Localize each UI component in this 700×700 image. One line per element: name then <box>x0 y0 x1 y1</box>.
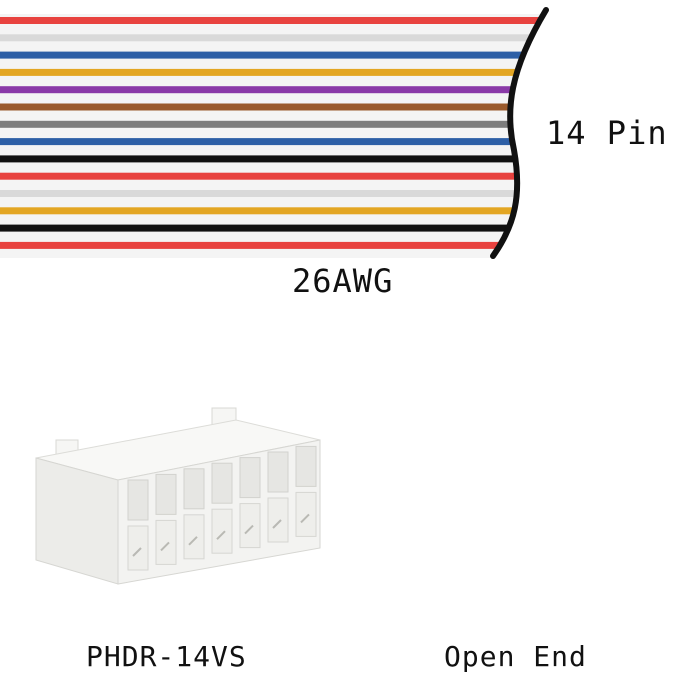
connector-slot-upper <box>267 451 289 493</box>
wire-10 <box>0 172 546 180</box>
wire-1 <box>0 17 546 24</box>
connector-slot-lower <box>183 514 205 560</box>
pin-count-label: 14 Pin <box>546 114 668 152</box>
connector-contact <box>132 547 142 557</box>
connector-part-label: PHDR-14VS <box>86 640 247 673</box>
connector-slot-lower <box>295 491 317 537</box>
wire-gauge-label: 26AWG <box>292 262 394 300</box>
connector-slot-lower <box>155 519 177 565</box>
connector-slot-upper <box>155 473 177 515</box>
connector-slot-lower <box>239 503 261 549</box>
connector-contact <box>300 513 310 524</box>
wire-11 <box>0 190 546 197</box>
connector-contact <box>160 541 170 552</box>
wire-8 <box>0 138 546 146</box>
wire-9 <box>0 155 546 163</box>
ribbon-cable <box>0 14 546 258</box>
open-end-label: Open End <box>444 640 587 673</box>
connector-slots <box>127 445 317 571</box>
cable-cut-line <box>490 7 549 259</box>
connector-side-face <box>35 457 119 585</box>
connector-contact <box>272 519 282 529</box>
connector-slot-upper <box>183 468 205 510</box>
wire-group <box>0 17 546 249</box>
wire-13 <box>0 224 546 232</box>
wire-7 <box>0 120 546 128</box>
phdr-connector <box>35 407 321 585</box>
connector-contact <box>216 530 226 540</box>
connector-contact <box>244 524 254 535</box>
wire-14 <box>0 241 546 249</box>
connector-slot-upper <box>127 479 149 521</box>
wire-4 <box>0 68 546 76</box>
connector-slot-upper <box>239 457 261 499</box>
wire-6 <box>0 103 546 111</box>
connector-slot-lower <box>267 497 289 543</box>
wire-12 <box>0 207 546 215</box>
connector-slot-upper <box>211 462 233 504</box>
connector-contact <box>188 536 198 546</box>
wire-5 <box>0 86 546 94</box>
connector-slot-lower <box>211 508 233 554</box>
connector-slot-upper <box>295 445 317 487</box>
wire-2 <box>0 34 546 42</box>
connector-slot-lower <box>127 525 149 571</box>
wire-3 <box>0 51 546 59</box>
